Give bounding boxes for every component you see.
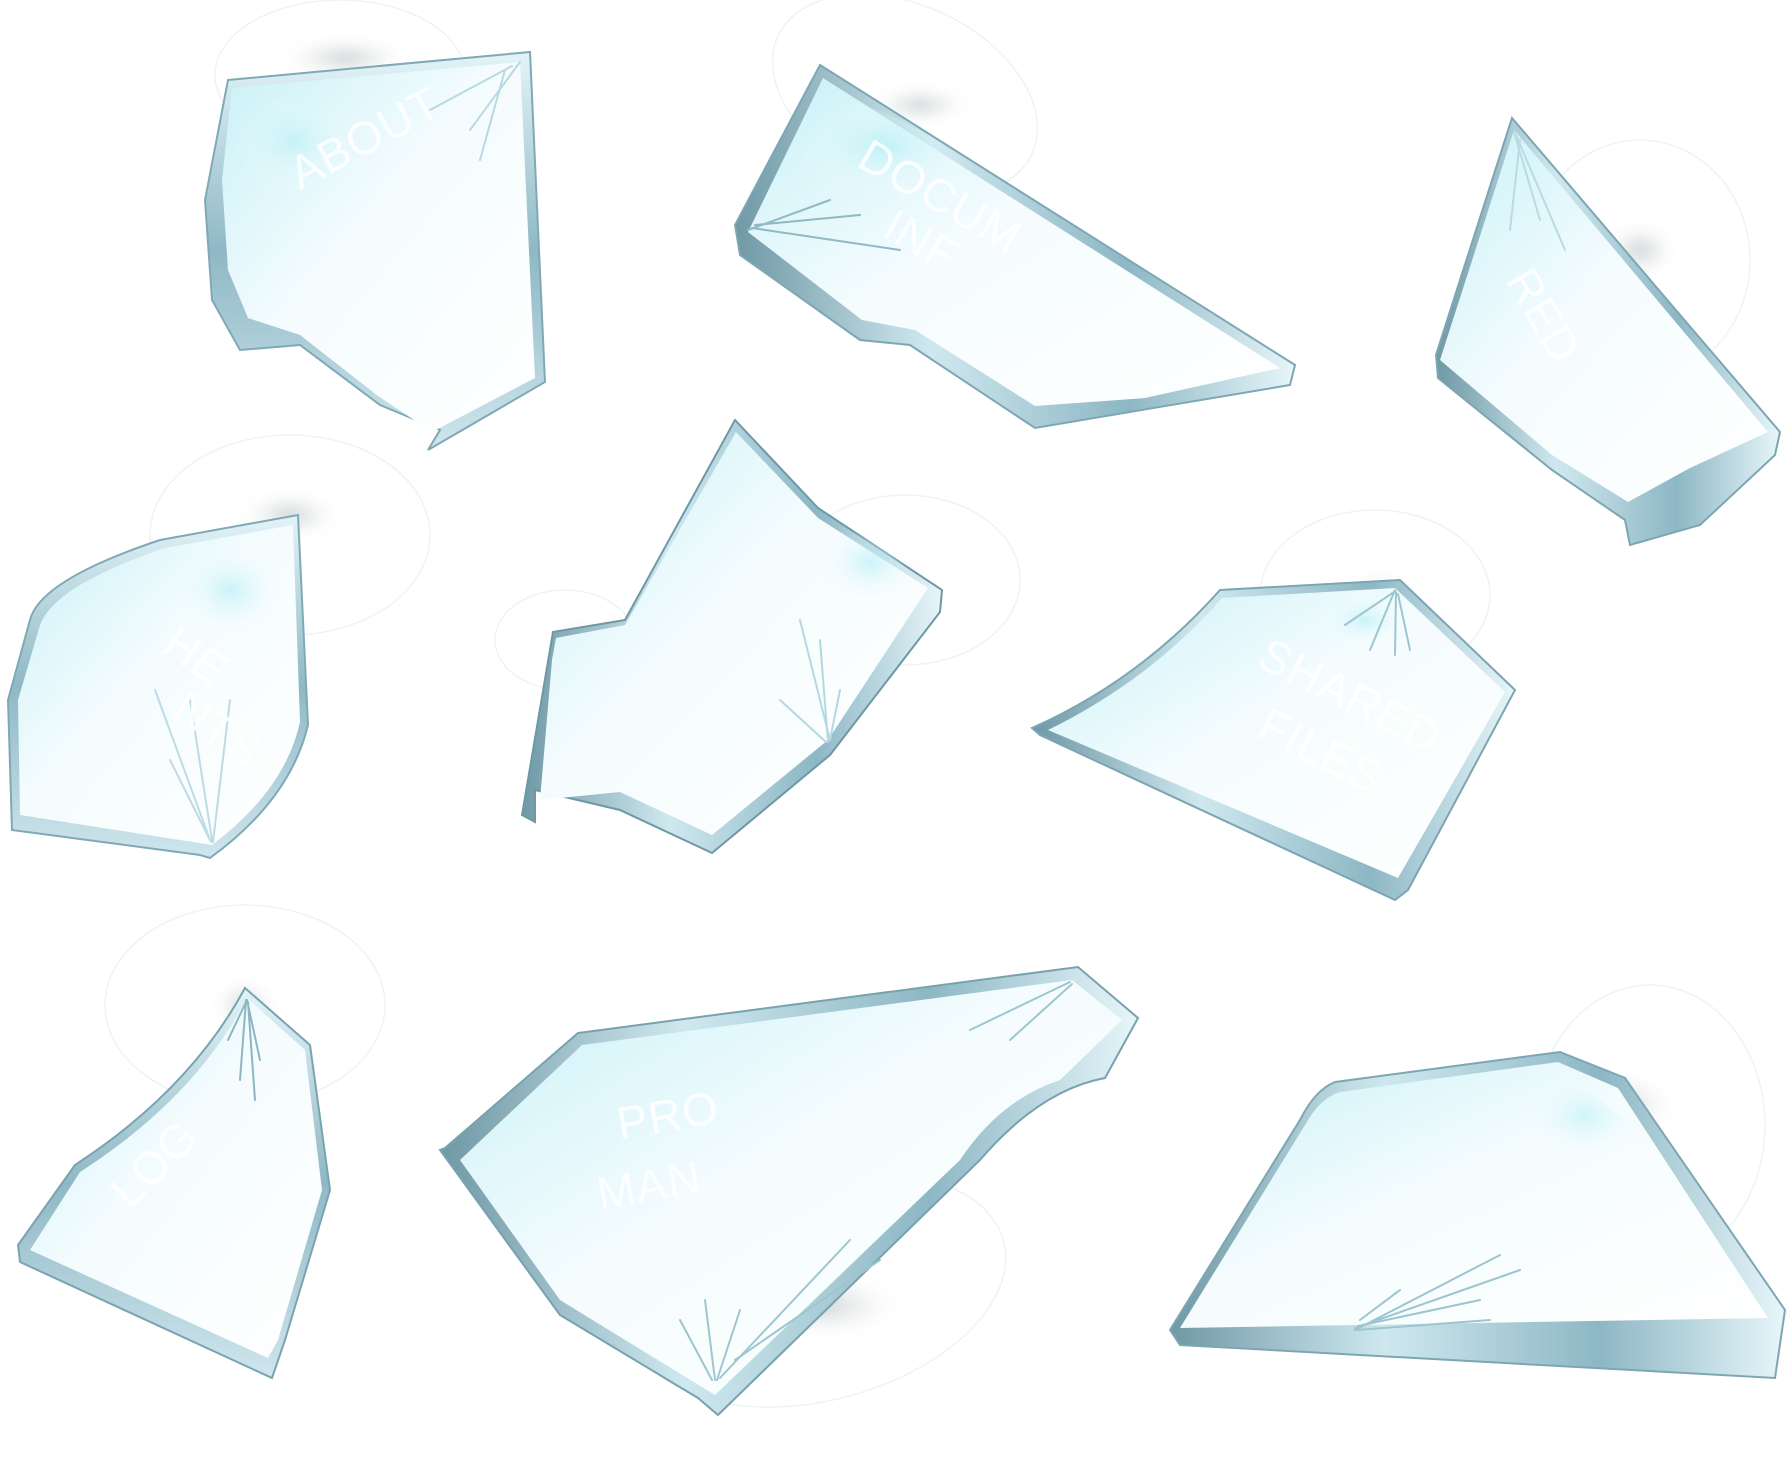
shard-face (1180, 1062, 1768, 1328)
tint-patch (170, 540, 290, 640)
shard-top-left: ABOUT (203, 0, 547, 451)
crack-lines (1509, 131, 1566, 251)
shard-middle-center (494, 418, 1021, 855)
shard-face (460, 980, 1122, 1395)
tint-patch (230, 92, 360, 192)
shard-middle-left: HE NTS (6, 434, 431, 860)
shard-face (1440, 130, 1768, 502)
shard-bottom-left: LOG (16, 904, 386, 1380)
tint-patch (815, 520, 925, 605)
crack-lines (779, 619, 841, 743)
crack-lines (1344, 589, 1411, 656)
crack-lines (227, 999, 261, 1101)
shard-top-center: DOCUM INF (733, 0, 1297, 430)
tint-patch (1520, 1070, 1650, 1162)
shard-face (540, 432, 928, 835)
shard-bottom-right (1168, 984, 1787, 1380)
shard-top-right: RED (1434, 115, 1782, 547)
crack-lines (429, 61, 521, 161)
crack-lines (679, 981, 1073, 1381)
shard-face (1048, 588, 1505, 878)
shard-face (30, 998, 322, 1358)
tint-patch (790, 95, 980, 197)
crack-lines (1354, 1254, 1521, 1331)
shard-bottom-center: PRO MAN (438, 965, 1140, 1417)
shard-middle-right: SHARED FILES (1030, 509, 1517, 902)
crack-lines (747, 199, 901, 251)
crack-lines (154, 689, 231, 843)
